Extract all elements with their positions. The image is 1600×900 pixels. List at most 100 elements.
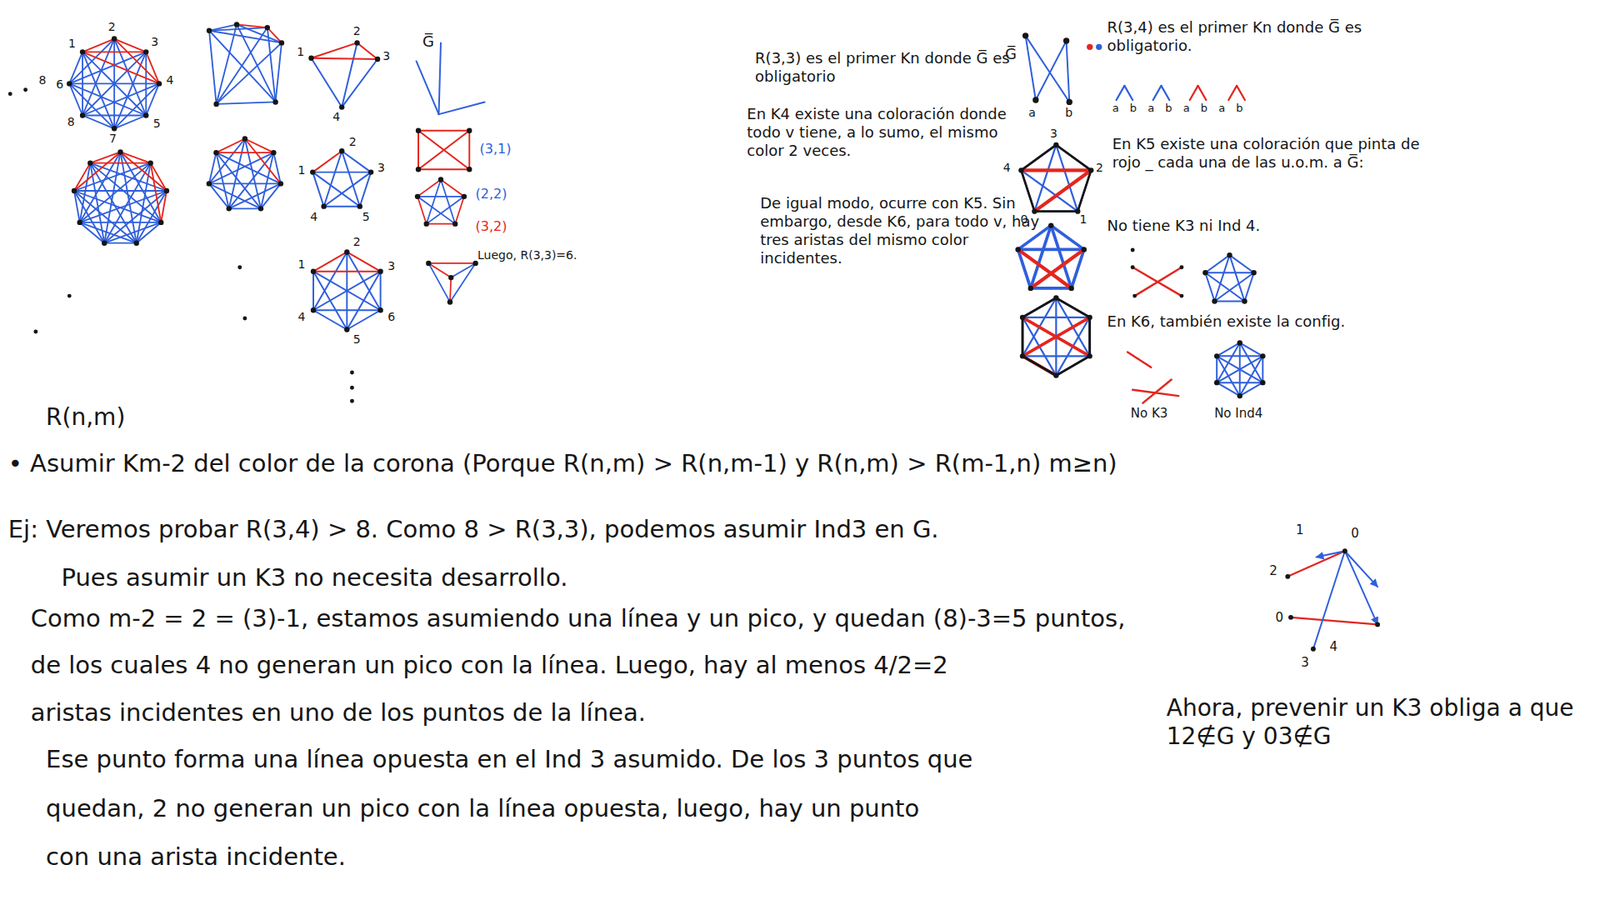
- graph-edge: [104, 242, 137, 245]
- vertex-label: a: [1028, 105, 1036, 120]
- graph-edge: [1022, 317, 1090, 357]
- vertex-dot: [1214, 353, 1220, 359]
- vertex-label: 4: [332, 110, 340, 125]
- vertex-label: 3: [377, 160, 385, 175]
- vertex-dot: [270, 150, 276, 155]
- vertex-dot: [452, 220, 458, 226]
- graph-edge: [120, 151, 166, 191]
- vertex-dot: [67, 294, 72, 299]
- graph-edge: [1055, 145, 1091, 170]
- graph-edge: [236, 24, 276, 102]
- vertex-label: 4: [1003, 160, 1011, 175]
- graph-edge: [216, 27, 268, 105]
- vertex-dot: [466, 166, 472, 172]
- graph-edge: [82, 115, 146, 117]
- vertex-dot: [158, 220, 164, 225]
- graph-edge: [1290, 617, 1378, 625]
- graph-edge: [1020, 170, 1078, 211]
- graph-edge: [1055, 145, 1091, 170]
- note-text: En K4 existe una coloración donde todo v…: [746, 105, 1028, 160]
- vertex-dot: [472, 260, 478, 266]
- graph-edge: [440, 180, 465, 197]
- vertex-dot: [33, 330, 38, 335]
- graph-edge: [313, 270, 381, 273]
- vertex-dot: [320, 203, 326, 209]
- graph-edge: [1022, 298, 1056, 318]
- graph-edge: [1160, 85, 1170, 100]
- proof-text: Como m-2 = 2 = (3)-1, estamos asumiendo …: [30, 604, 1126, 634]
- vertex-dot: [66, 80, 72, 86]
- graph-edge: [313, 271, 347, 330]
- graph-edge: [1020, 170, 1035, 211]
- graph-edge: [1089, 317, 1091, 357]
- graph-edge: [417, 195, 465, 198]
- vertex-dot: [156, 80, 162, 86]
- vertex-label: 8: [39, 73, 47, 88]
- graph-edge: [1030, 249, 1085, 289]
- graph-edge: [1153, 85, 1162, 100]
- vertex-dot: [1375, 621, 1380, 627]
- graph-edge: [310, 58, 378, 60]
- vertex-dot: [1260, 353, 1265, 359]
- graph-edge: [341, 59, 378, 108]
- vertex-dot: [242, 135, 248, 141]
- vertex-dot: [447, 299, 453, 305]
- graph-edge: [1088, 317, 1091, 357]
- graph-edge: [324, 150, 343, 206]
- vertex-label: 2: [1095, 160, 1104, 175]
- graph-edge: [209, 152, 274, 184]
- graph-edge: [1236, 85, 1245, 100]
- graph-edge: [1216, 381, 1263, 384]
- vertex-dot: [1032, 96, 1039, 103]
- vertex-dot: [448, 275, 454, 280]
- graph-edge: [160, 190, 167, 223]
- graph-edge: [74, 190, 167, 192]
- vertex-dot: [234, 21, 240, 27]
- graph-edge: [426, 223, 456, 225]
- graph-edge: [1127, 351, 1151, 367]
- graph-edge: [1055, 145, 1078, 212]
- graph-edge: [1287, 550, 1345, 577]
- graph-edge: [267, 27, 282, 43]
- graph-edge: [312, 172, 324, 207]
- graph-edge: [416, 60, 440, 115]
- vertex-dot: [1132, 294, 1137, 299]
- graph-edge: [267, 27, 276, 102]
- graph-edge: [69, 51, 146, 84]
- vertex-label: 1: [68, 36, 76, 51]
- graph-edge: [360, 172, 371, 207]
- graph-edge: [455, 196, 465, 225]
- graph-edge: [1215, 272, 1255, 301]
- vertex-dot: [1081, 246, 1087, 252]
- vertex-label: 1: [298, 163, 306, 178]
- vertex-dot: [1180, 294, 1185, 299]
- graph-edge: [313, 271, 381, 311]
- graph-edge: [1020, 145, 1056, 170]
- vertex-label: 1: [298, 257, 306, 272]
- graph-edge: [1240, 382, 1264, 396]
- graph-edge: [229, 207, 261, 210]
- vertex-label: 2: [1269, 563, 1278, 579]
- graph-edge: [1205, 271, 1254, 274]
- graph-edge: [1316, 550, 1345, 557]
- vertex-dot: [339, 104, 345, 110]
- note-text: R(3,3) es el primer Kn donde G̅ es oblig…: [755, 49, 1025, 86]
- vertex-dot: [71, 188, 77, 194]
- vertex-label: 7: [109, 131, 117, 146]
- vertex-label: 3: [150, 35, 159, 50]
- graph-edge: [417, 196, 427, 225]
- vertex-dot: [265, 25, 270, 30]
- graph-edge: [1215, 355, 1218, 383]
- vertex-dot: [1063, 37, 1070, 44]
- vertex-dot: [1237, 393, 1243, 399]
- vertex-dot: [357, 203, 363, 209]
- graph-edge: [82, 83, 160, 115]
- proof-text: de los cuales 4 no generan un pico con l…: [30, 650, 949, 680]
- graph-edge: [69, 83, 115, 129]
- graph-edge: [80, 222, 137, 244]
- vertex-dot: [350, 399, 355, 404]
- vertex-dot: [148, 160, 154, 165]
- graph-edge: [1020, 145, 1056, 170]
- graph-edge: [1021, 317, 1024, 357]
- vertex-dot: [425, 260, 431, 266]
